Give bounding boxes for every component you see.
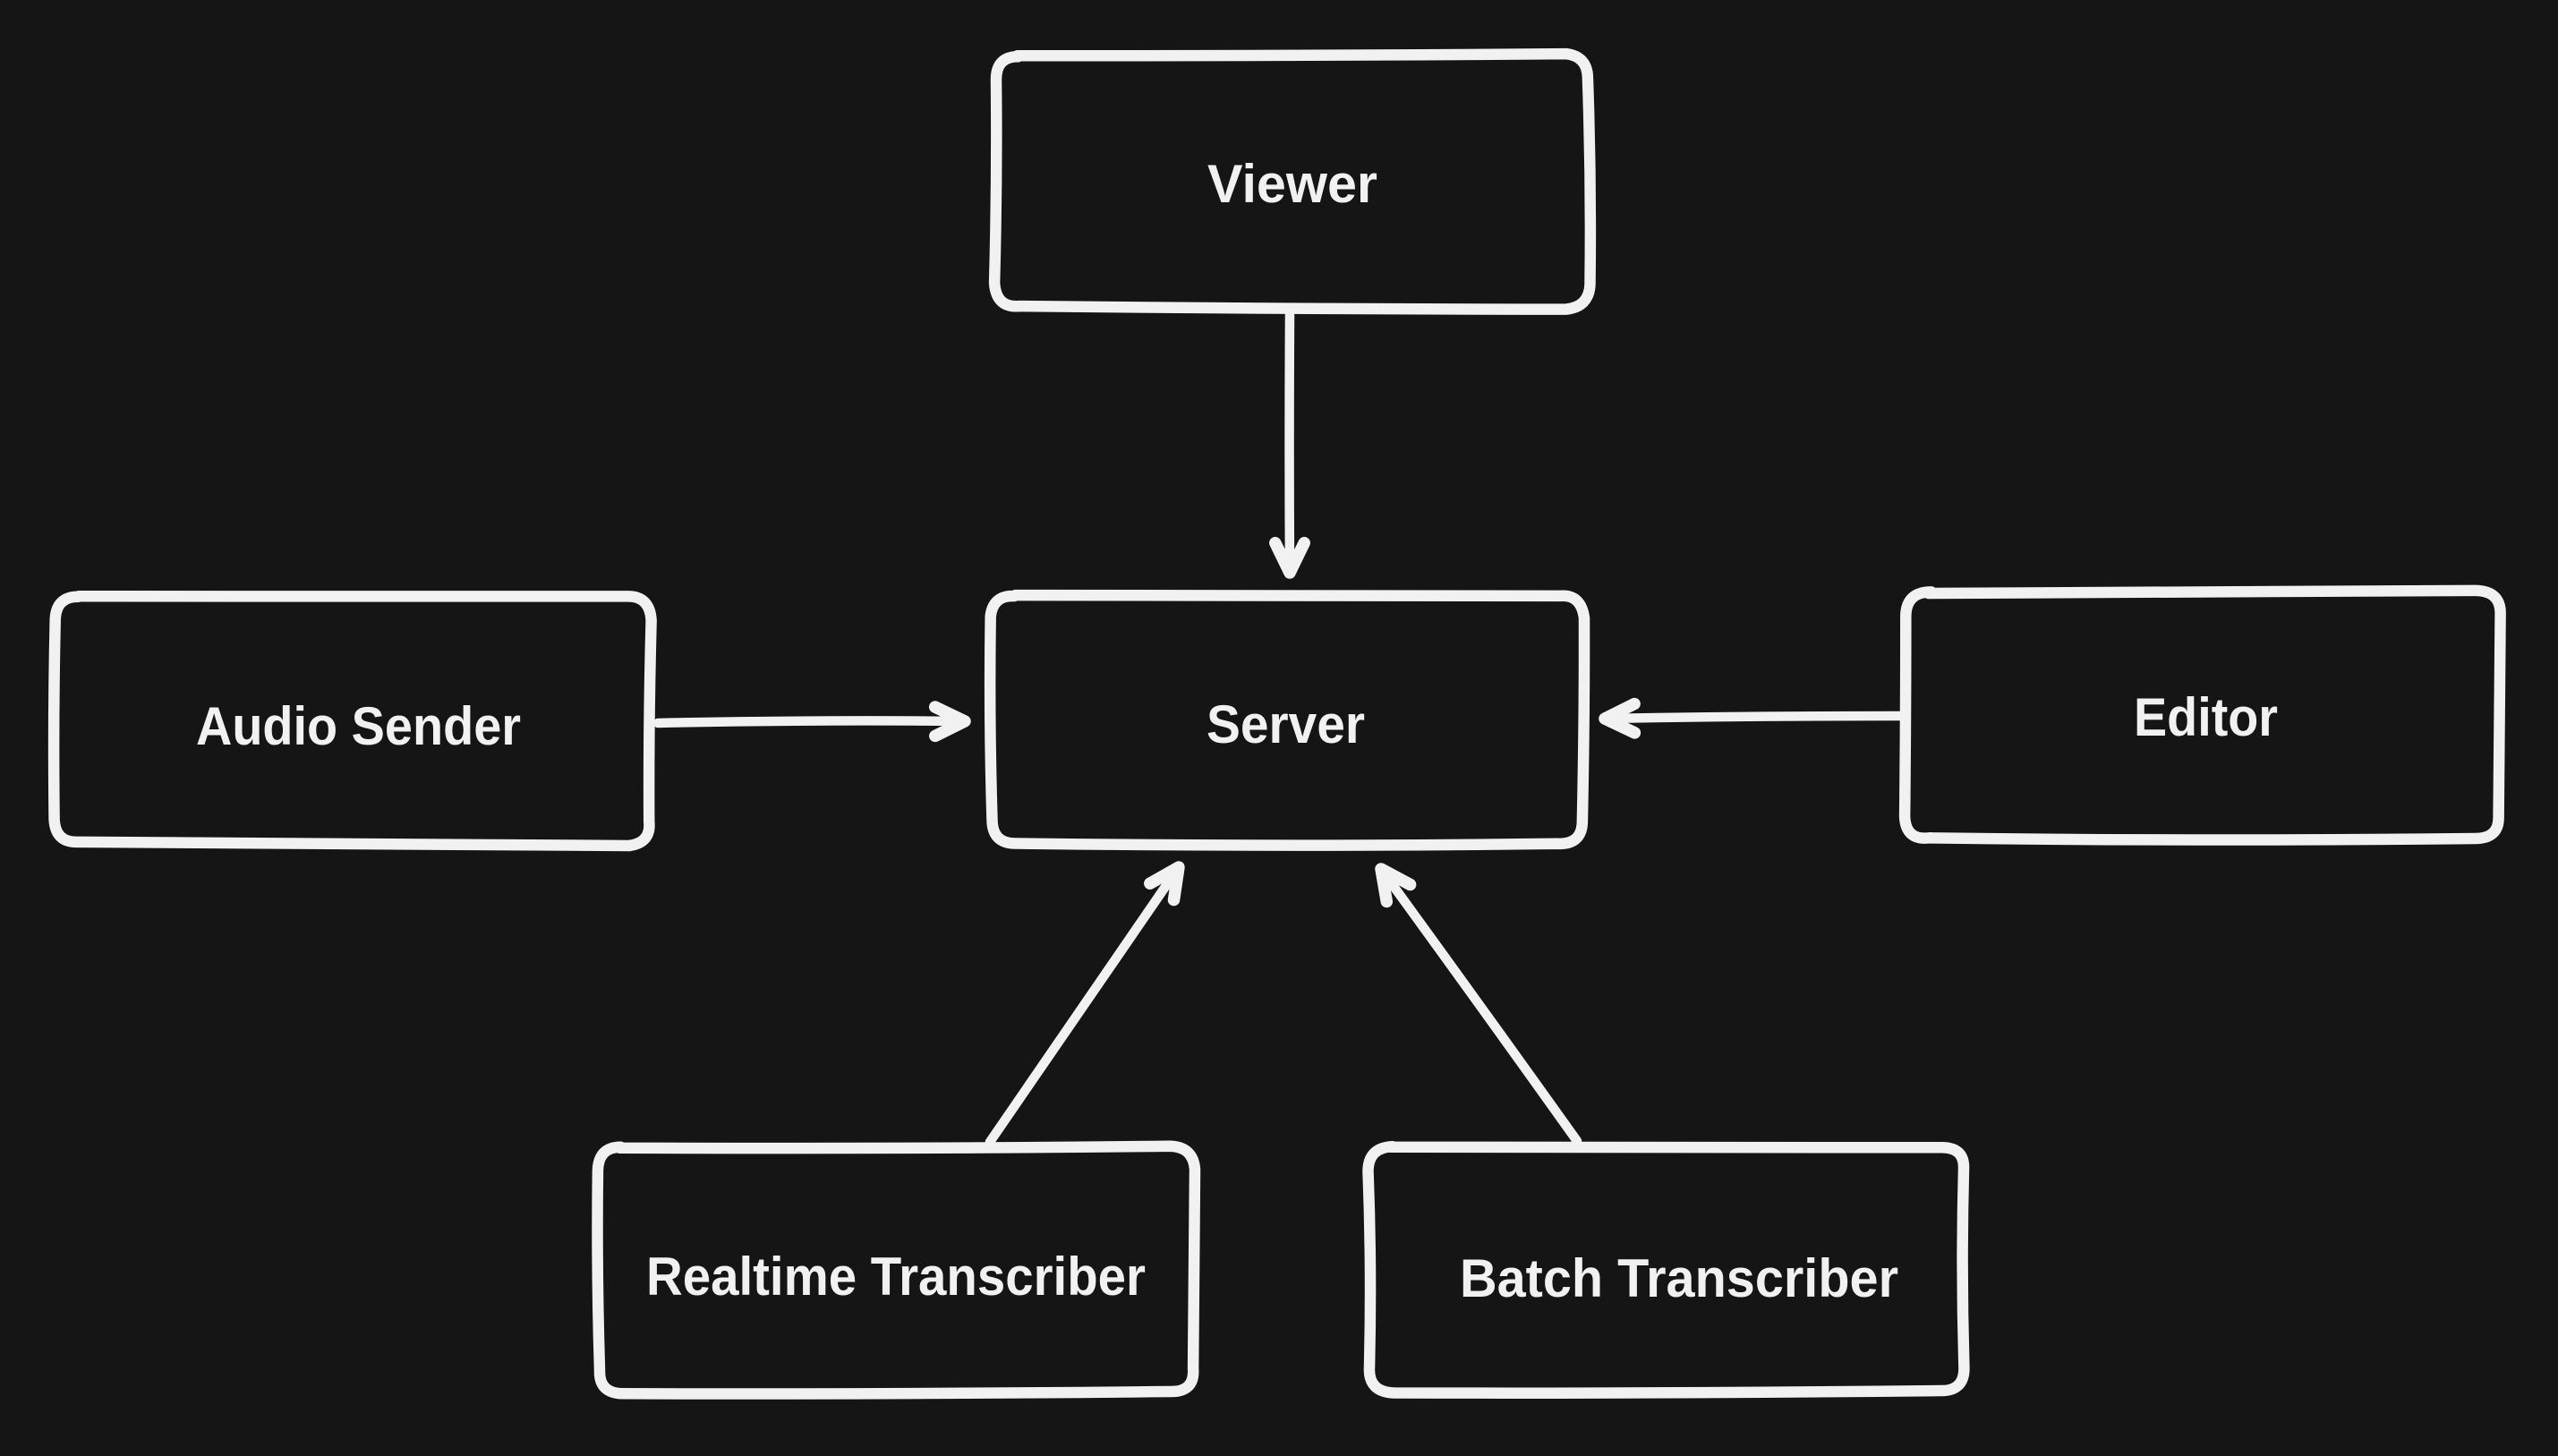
svg-text:Realtime Transcriber: Realtime Transcriber: [646, 1247, 1146, 1307]
svg-text:Viewer: Viewer: [1207, 154, 1377, 214]
svg-text:Batch Transcriber: Batch Transcriber: [1460, 1248, 1898, 1308]
svg-text:Server: Server: [1207, 694, 1365, 754]
svg-text:Editor: Editor: [2134, 687, 2278, 747]
svg-text:Audio Sender: Audio Sender: [196, 696, 521, 756]
